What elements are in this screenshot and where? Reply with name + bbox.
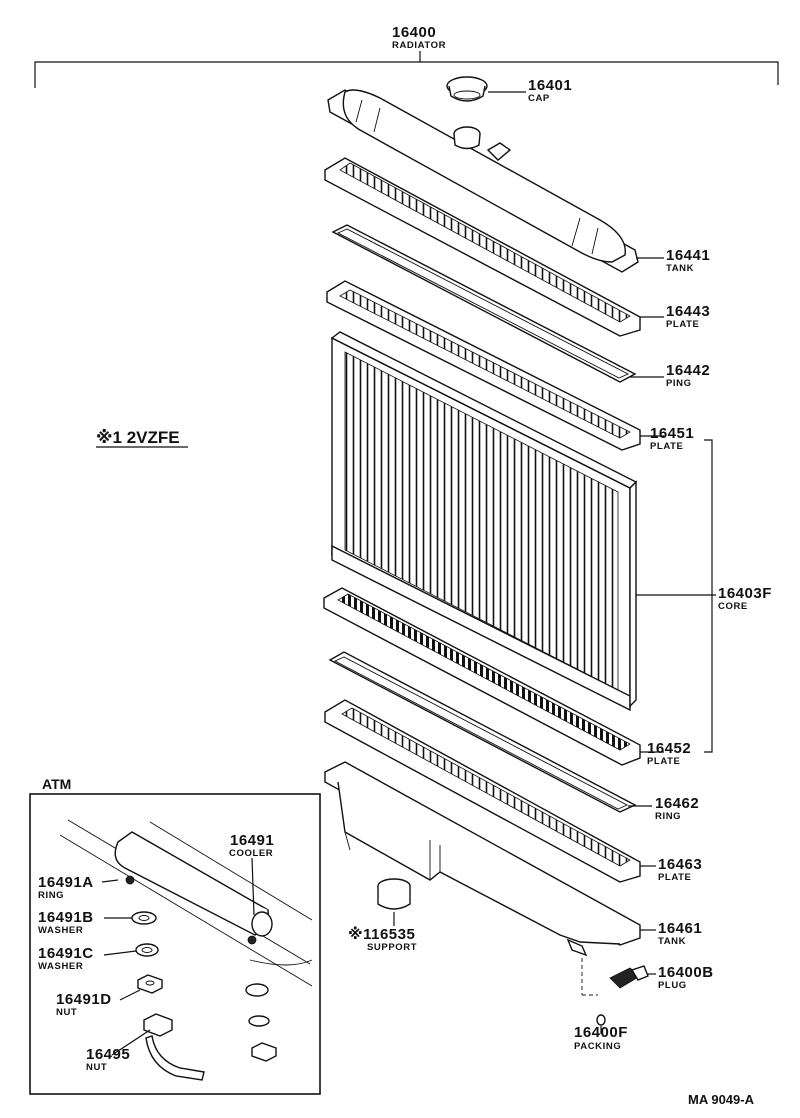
drain-plug-drawing	[609, 965, 656, 989]
plate-16463-drawing	[324, 699, 656, 883]
plate-16451-label: PLATE	[650, 441, 683, 452]
cooler-number: 16491	[230, 832, 274, 849]
upper-tank-label: TANK	[666, 263, 694, 274]
upper-plate-number: 16443	[666, 303, 710, 320]
atm-inset	[29, 793, 321, 1095]
lower-tank-drawing	[324, 761, 656, 957]
upper-plate-label: PLATE	[666, 319, 699, 330]
lower-tank-number: 16461	[658, 920, 702, 937]
upper-tank-drawing	[327, 89, 664, 273]
upper-ring-number: 16442	[666, 362, 710, 379]
packing-drawing	[581, 958, 606, 1034]
union-nut-number: 16495	[86, 1046, 130, 1063]
drawing-code: MA 9049-A	[688, 1092, 755, 1107]
nut-16491d-label: NUT	[56, 1007, 77, 1018]
washer-16491b-label: WASHER	[38, 925, 83, 936]
plate-16452-drawing	[323, 587, 664, 766]
upper-ring-label: PING	[666, 378, 692, 389]
ring-16491a-number: 16491A	[38, 874, 94, 891]
core-label: CORE	[718, 601, 748, 612]
plate-16451-drawing	[326, 280, 664, 451]
cap-label: CAP	[528, 93, 550, 104]
packing-number: 16400F	[574, 1024, 628, 1041]
union-nut-label: NUT	[86, 1062, 107, 1073]
support-drawing	[377, 878, 411, 926]
lower-ring-label: RING	[655, 811, 681, 822]
plate-16463-label: PLATE	[658, 872, 691, 883]
atm-label: ATM	[42, 776, 71, 792]
plug-number: 16400B	[658, 964, 714, 981]
support-number: ※116535	[348, 925, 415, 943]
cap-number: 16401	[528, 77, 572, 94]
upper-gasket-drawing	[331, 224, 664, 383]
ring-16491a-label: RING	[38, 890, 64, 901]
radiator-number: 16400	[392, 24, 436, 41]
packing-label: PACKING	[574, 1041, 621, 1052]
radiator-cap-drawing	[446, 76, 526, 102]
lower-ring-number: 16462	[655, 795, 699, 812]
upper-tank-number: 16441	[666, 247, 710, 264]
nut-16491d-number: 16491D	[56, 991, 112, 1008]
plate-16463-number: 16463	[658, 856, 702, 873]
plate-16452-number: 16452	[647, 740, 691, 757]
plug-label: PLUG	[658, 980, 687, 991]
washer-16491c-number: 16491C	[38, 945, 94, 962]
engine-note: ※1 2VZFE	[96, 428, 180, 447]
plate-16451-number: 16451	[650, 425, 694, 442]
washer-16491c-label: WASHER	[38, 961, 83, 972]
support-label: SUPPORT	[367, 942, 417, 953]
core-number: 16403F	[718, 585, 772, 602]
part-labels: 16401 CAP 16441 TANK 16443 PLATE 16442 P…	[38, 77, 772, 1107]
plate-16452-label: PLATE	[647, 756, 680, 767]
radiator-core-drawing	[330, 331, 716, 712]
radiator-assembly-callout: 16400 RADIATOR	[34, 24, 779, 88]
cooler-label: COOLER	[229, 848, 273, 859]
upper-plate-drawing	[324, 157, 664, 337]
lower-tank-label: TANK	[658, 936, 686, 947]
lower-gasket-drawing	[328, 651, 652, 813]
radiator-label: RADIATOR	[392, 40, 446, 51]
washer-16491b-number: 16491B	[38, 909, 94, 926]
